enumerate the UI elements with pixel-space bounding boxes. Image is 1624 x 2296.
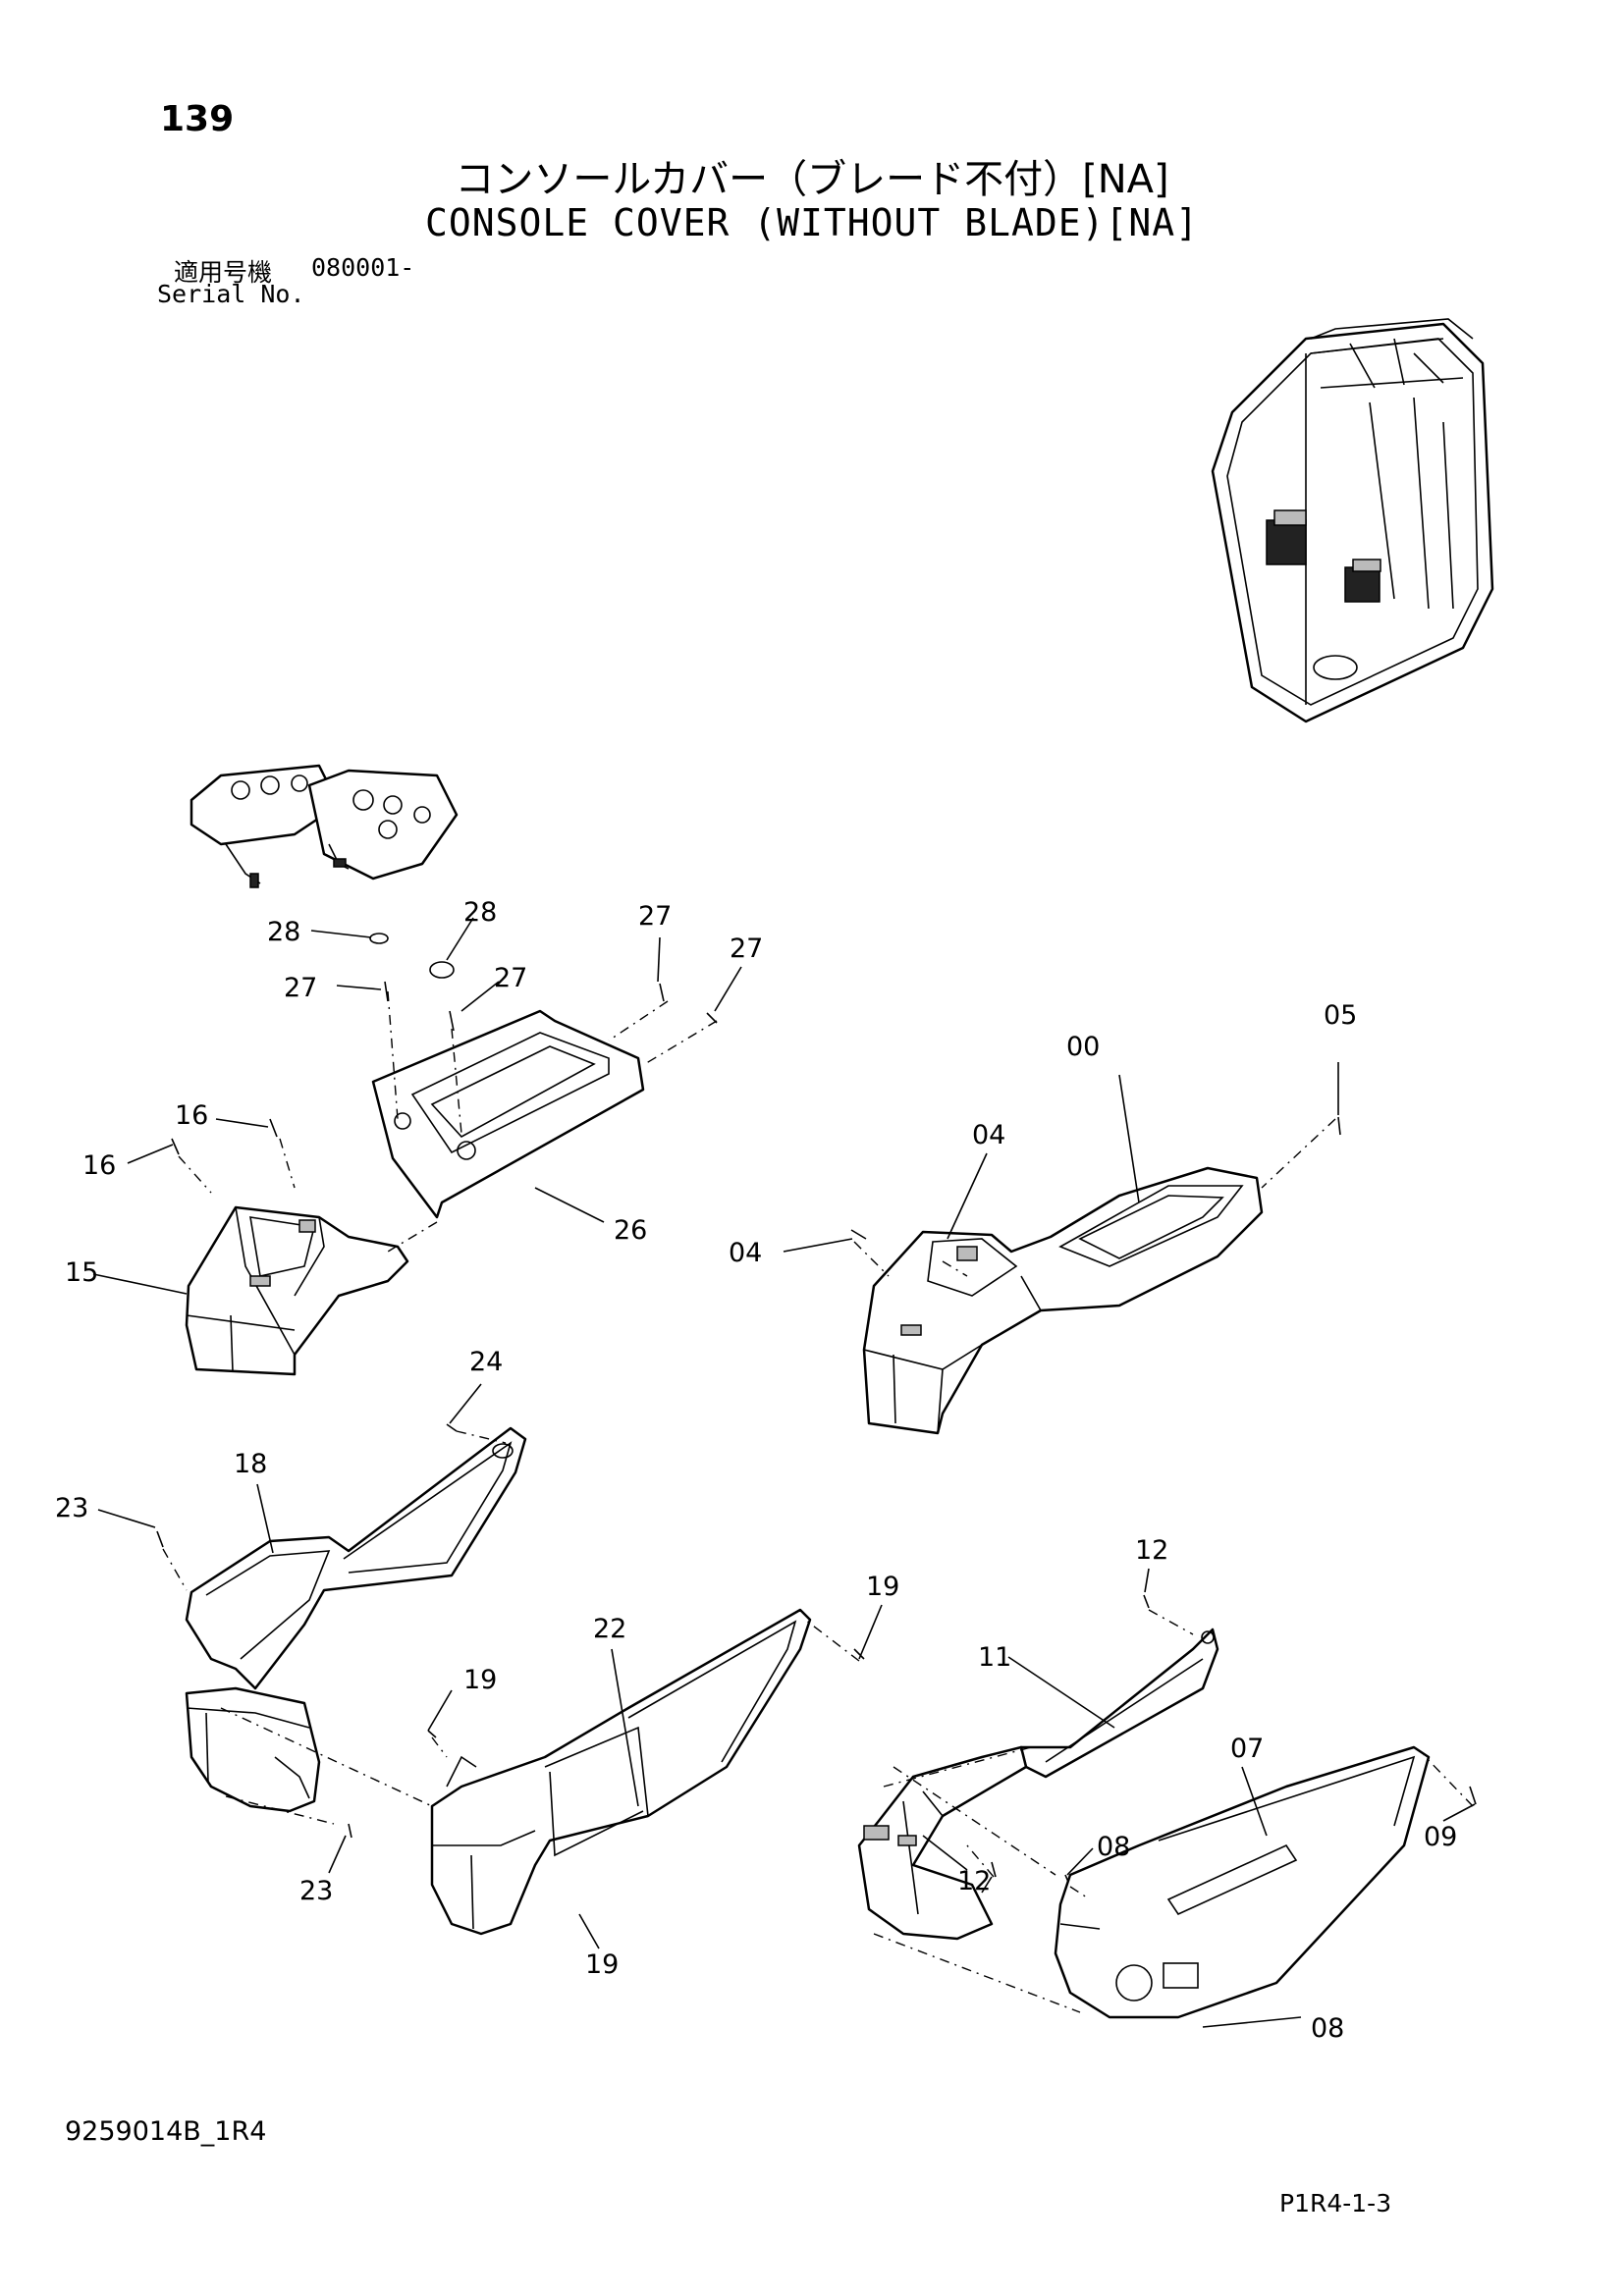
callout-09: 09	[1424, 1822, 1457, 1852]
left-lower-cover	[185, 1686, 321, 1813]
callout-18: 18	[234, 1449, 267, 1479]
title-english: CONSOLE COVER (WITHOUT BLADE)[NA]	[425, 201, 1199, 244]
callout-00: 00	[1066, 1032, 1100, 1062]
callout-19: 19	[463, 1665, 497, 1695]
serial-label-english: Serial No.	[157, 280, 305, 308]
assembly-centerlines	[162, 990, 1474, 2013]
callout-12: 12	[957, 1866, 991, 1896]
callout-04: 04	[972, 1120, 1005, 1150]
part-26-tray-cover	[371, 1009, 645, 1219]
callout-23: 23	[55, 1493, 88, 1523]
right-lower-console	[857, 1745, 1028, 1941]
callout-04: 04	[729, 1238, 762, 1268]
part-00-right-console	[862, 1166, 1264, 1435]
title-japanese: コンソールカバー（ブレード不付）[NA]	[455, 157, 1169, 202]
callout-leaders	[92, 917, 1476, 2028]
callout-05: 05	[1324, 1000, 1357, 1031]
callout-11: 11	[978, 1642, 1011, 1673]
serial-value: 080001-	[311, 253, 415, 282]
callout-16: 16	[175, 1100, 208, 1131]
part-11-right-upper-rail	[1019, 1628, 1219, 1779]
callout-08: 08	[1097, 1832, 1130, 1862]
cab-overview-illustration	[1211, 318, 1494, 723]
callout-24: 24	[469, 1347, 503, 1377]
part-07-right-side-panel	[1054, 1745, 1431, 2019]
callout-19: 19	[585, 1949, 619, 1980]
callout-27: 27	[284, 973, 317, 1003]
part-22-middle-side-panel	[430, 1608, 812, 1936]
part-15-left-console-front	[185, 1205, 409, 1376]
drawing-code: 9259014B_1R4	[65, 2116, 267, 2147]
callout-19: 19	[866, 1572, 899, 1602]
callout-15: 15	[65, 1257, 98, 1288]
callout-26: 26	[614, 1215, 647, 1246]
fastener-hardware	[156, 930, 1477, 1888]
callout-28: 28	[463, 897, 497, 928]
callout-27: 27	[494, 963, 527, 993]
callout-08: 08	[1311, 2013, 1344, 2044]
callout-labels: 28 28 27 27 27 27 16 16 15 26 00 05 04 0…	[55, 897, 1457, 2044]
callout-27: 27	[638, 901, 672, 932]
page-code: P1R4-1-3	[1279, 2189, 1392, 2217]
control-panel-assembly	[189, 764, 459, 888]
callout-27: 27	[730, 934, 763, 964]
page-number: 139	[160, 99, 235, 139]
callout-07: 07	[1230, 1734, 1264, 1764]
callout-28: 28	[267, 917, 300, 947]
callout-22: 22	[593, 1614, 626, 1644]
serial-label-japanese: 適用号機	[174, 258, 273, 287]
callout-23: 23	[299, 1876, 333, 1906]
callout-16: 16	[82, 1150, 116, 1181]
part-18-left-side-panel	[185, 1426, 527, 1690]
callout-12: 12	[1135, 1535, 1168, 1566]
